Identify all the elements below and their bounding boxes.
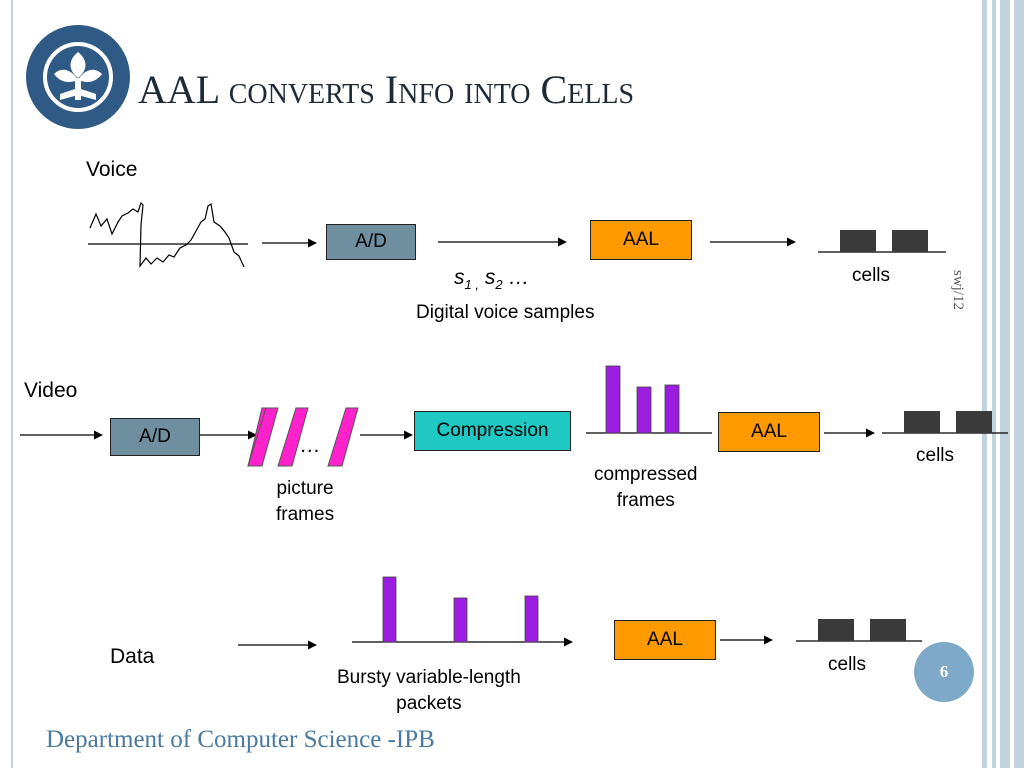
- data-bursty-caption: Bursty variable-length packets: [337, 667, 521, 714]
- voice-aal-box: AAL: [590, 220, 692, 260]
- voice-samples-formula: s1 , s2 …: [454, 266, 529, 292]
- voice-ad-label: A/D: [355, 231, 387, 252]
- voice-waveform: [88, 201, 248, 268]
- video-compression-box: Compression: [414, 411, 571, 451]
- video-cells-graphic: [882, 411, 1008, 434]
- footer-text: Department of Computer Science -IPB: [46, 726, 435, 753]
- video-aal-box: AAL: [718, 412, 820, 452]
- sample-symbol-1: s: [454, 266, 465, 289]
- sample-sub-2: 2: [495, 277, 503, 293]
- data-cells-graphic: [796, 619, 922, 642]
- page-number: 6: [939, 662, 949, 681]
- video-picture-frames-caption: picture frames: [276, 478, 335, 525]
- video-cells-label: cells: [916, 445, 955, 466]
- video-ad-box: A/D: [110, 418, 200, 456]
- video-frames-ellipsis: …: [300, 434, 321, 457]
- data-aal-label: AAL: [647, 629, 683, 650]
- side-note: swj/12: [950, 270, 966, 311]
- voice-samples-caption: Digital voice samples: [416, 302, 595, 323]
- page-number-badge: 6: [914, 642, 974, 702]
- video-compressed-caption: compressed frames: [594, 464, 698, 511]
- video-compression-label: Compression: [436, 420, 549, 441]
- voice-cells-label: cells: [852, 265, 891, 286]
- data-label: Data: [110, 645, 155, 668]
- data-aal-box: AAL: [614, 620, 716, 660]
- data-bursty-packets: [352, 576, 573, 647]
- institution-logo: [26, 25, 130, 129]
- sample-ellipsis: …: [502, 266, 530, 289]
- sample-sub-1: 1 ,: [464, 277, 479, 293]
- voice-ad-box: A/D: [326, 224, 416, 260]
- voice-cells-graphic: [818, 230, 946, 253]
- video-compressed-frames: [586, 365, 712, 434]
- video-picture-frames: [247, 407, 359, 467]
- video-aal-label: AAL: [751, 421, 787, 442]
- sample-symbol-2: s: [484, 266, 496, 289]
- data-cells-label: cells: [828, 654, 867, 675]
- voice-aal-label: AAL: [623, 229, 659, 250]
- video-label: Video: [24, 379, 78, 402]
- page-title: AAL converts Info into Cells: [138, 67, 635, 112]
- voice-label: Voice: [86, 158, 138, 181]
- video-ad-label: A/D: [139, 426, 171, 447]
